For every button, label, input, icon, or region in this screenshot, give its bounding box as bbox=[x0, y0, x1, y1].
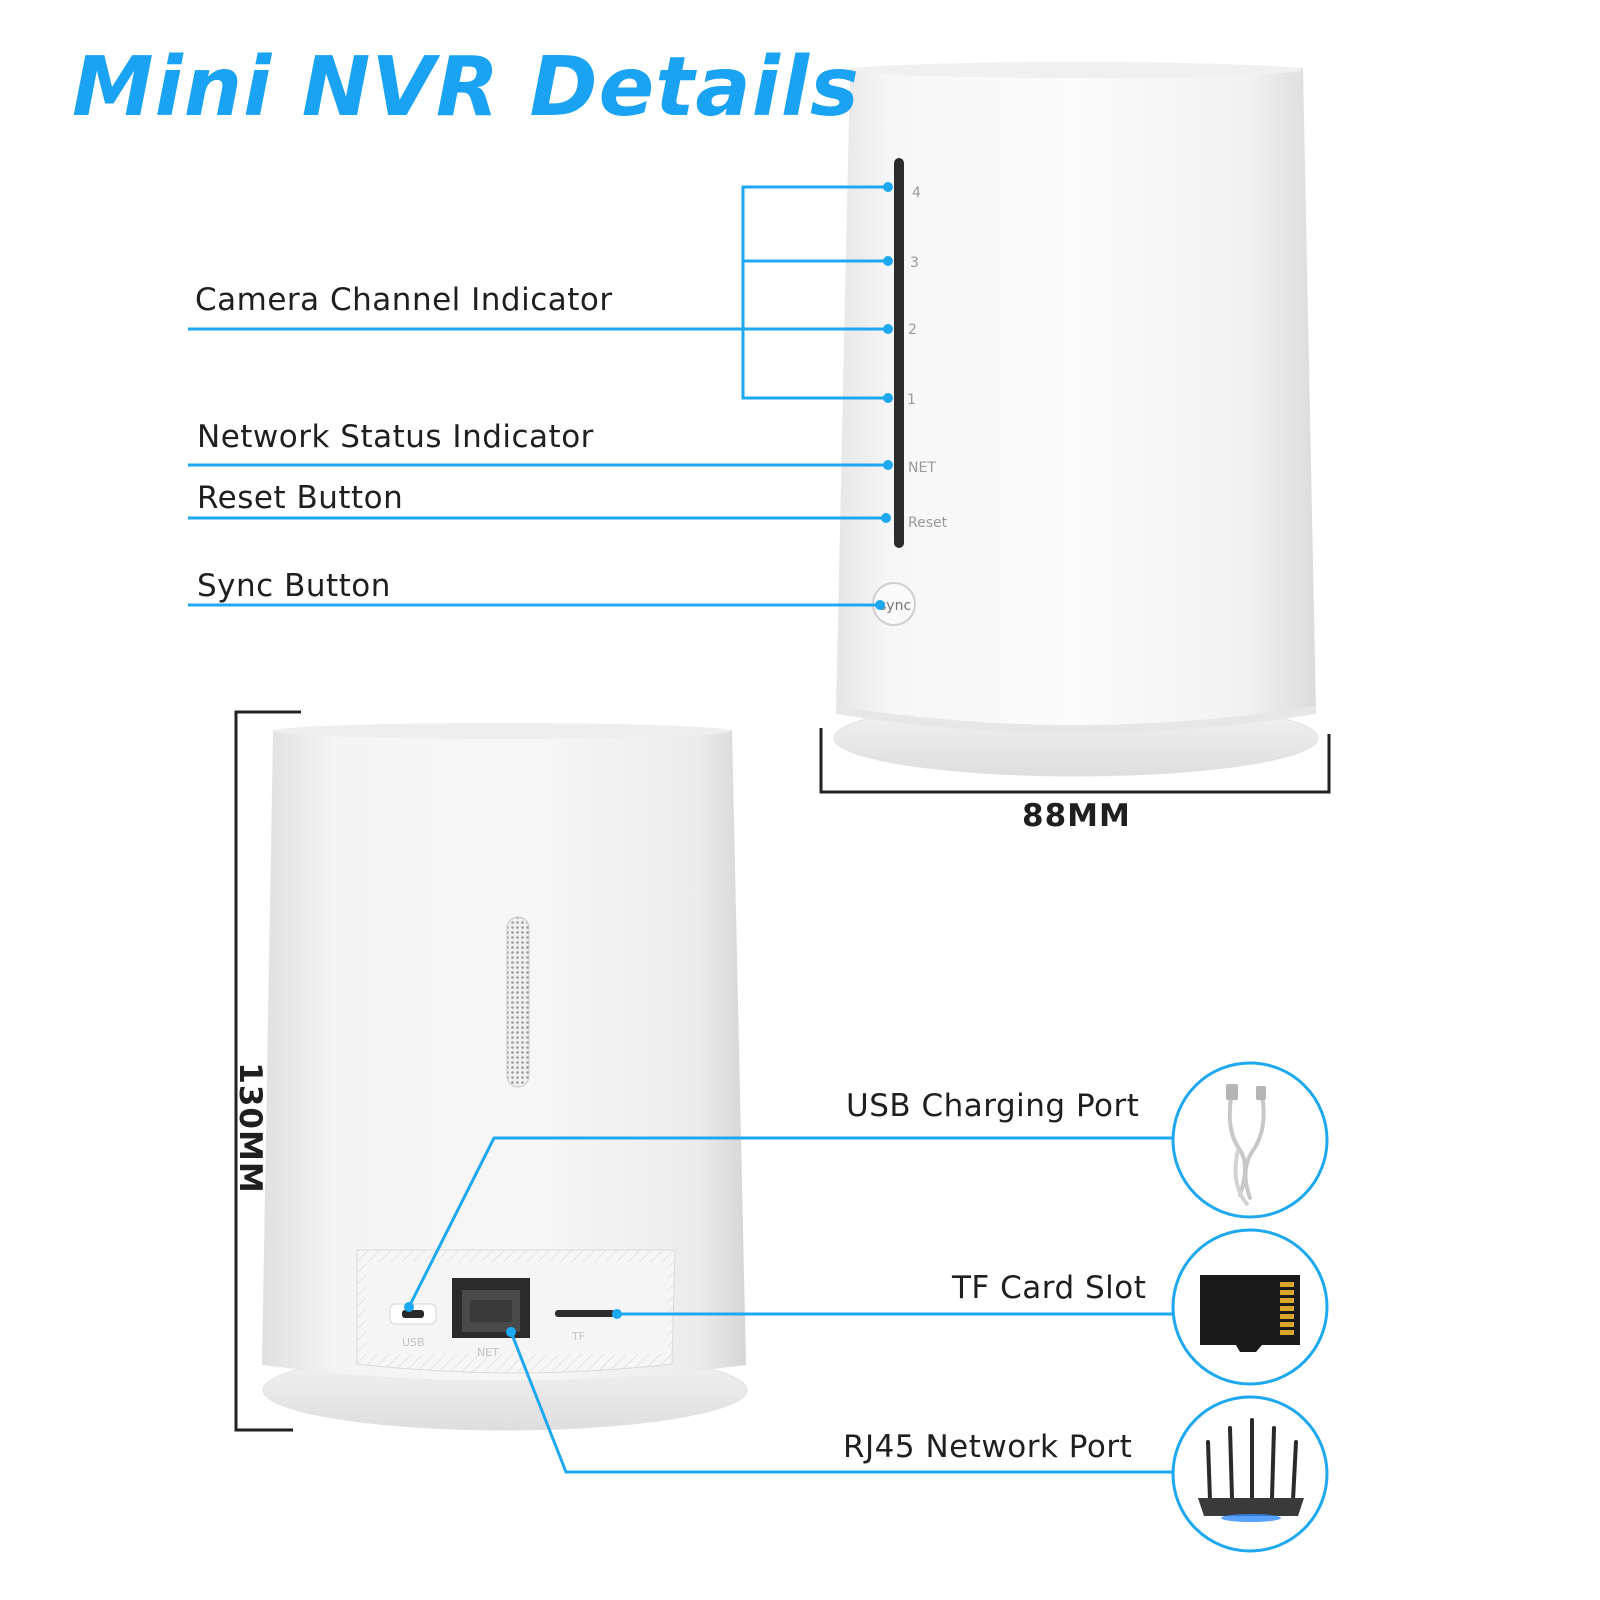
led-1-mark: 1 bbox=[907, 392, 916, 408]
tf-slot-mark: TF bbox=[571, 1330, 585, 1343]
usb-port-mark: USB bbox=[402, 1336, 425, 1349]
led-4-mark: 4 bbox=[912, 185, 921, 201]
nvr-back-view: USB NET TF bbox=[262, 723, 748, 1431]
label-sync-button: Sync Button bbox=[197, 568, 391, 604]
height-dimension-label: 130MM bbox=[232, 1062, 268, 1194]
speaker-vent bbox=[506, 916, 530, 1088]
page-title: Mini NVR Details bbox=[72, 40, 860, 135]
callout-lines bbox=[188, 185, 1175, 1474]
led-3-mark: 3 bbox=[910, 255, 919, 271]
reset-mark: Reset bbox=[908, 515, 948, 531]
label-reset-button: Reset Button bbox=[197, 480, 404, 516]
label-camera-channel-indicator: Camera Channel Indicator bbox=[195, 282, 613, 318]
label-network-status-indicator: Network Status Indicator bbox=[197, 419, 594, 455]
usb-cable-icon bbox=[1171, 1061, 1329, 1219]
callout-dots bbox=[404, 182, 893, 1337]
dimension-lines bbox=[234, 710, 1331, 1432]
width-dimension-label: 88MM bbox=[1022, 798, 1131, 834]
led-2-mark: 2 bbox=[908, 322, 917, 338]
sync-mark: sync bbox=[879, 598, 911, 614]
label-usb-charging-port: USB Charging Port bbox=[846, 1088, 1140, 1124]
net-mark: NET bbox=[908, 460, 936, 476]
label-tf-card-slot: TF Card Slot bbox=[952, 1270, 1147, 1306]
tf-slot-shape bbox=[555, 1310, 615, 1317]
nvr-front-view: 4 3 2 1 NET Reset sync bbox=[833, 62, 1319, 777]
router-icon bbox=[1171, 1395, 1329, 1553]
net-port-mark: NET bbox=[477, 1346, 499, 1359]
tf-card-icon bbox=[1171, 1228, 1329, 1386]
led-strip bbox=[894, 158, 904, 548]
label-rj45-network-port: RJ45 Network Port bbox=[843, 1429, 1133, 1465]
